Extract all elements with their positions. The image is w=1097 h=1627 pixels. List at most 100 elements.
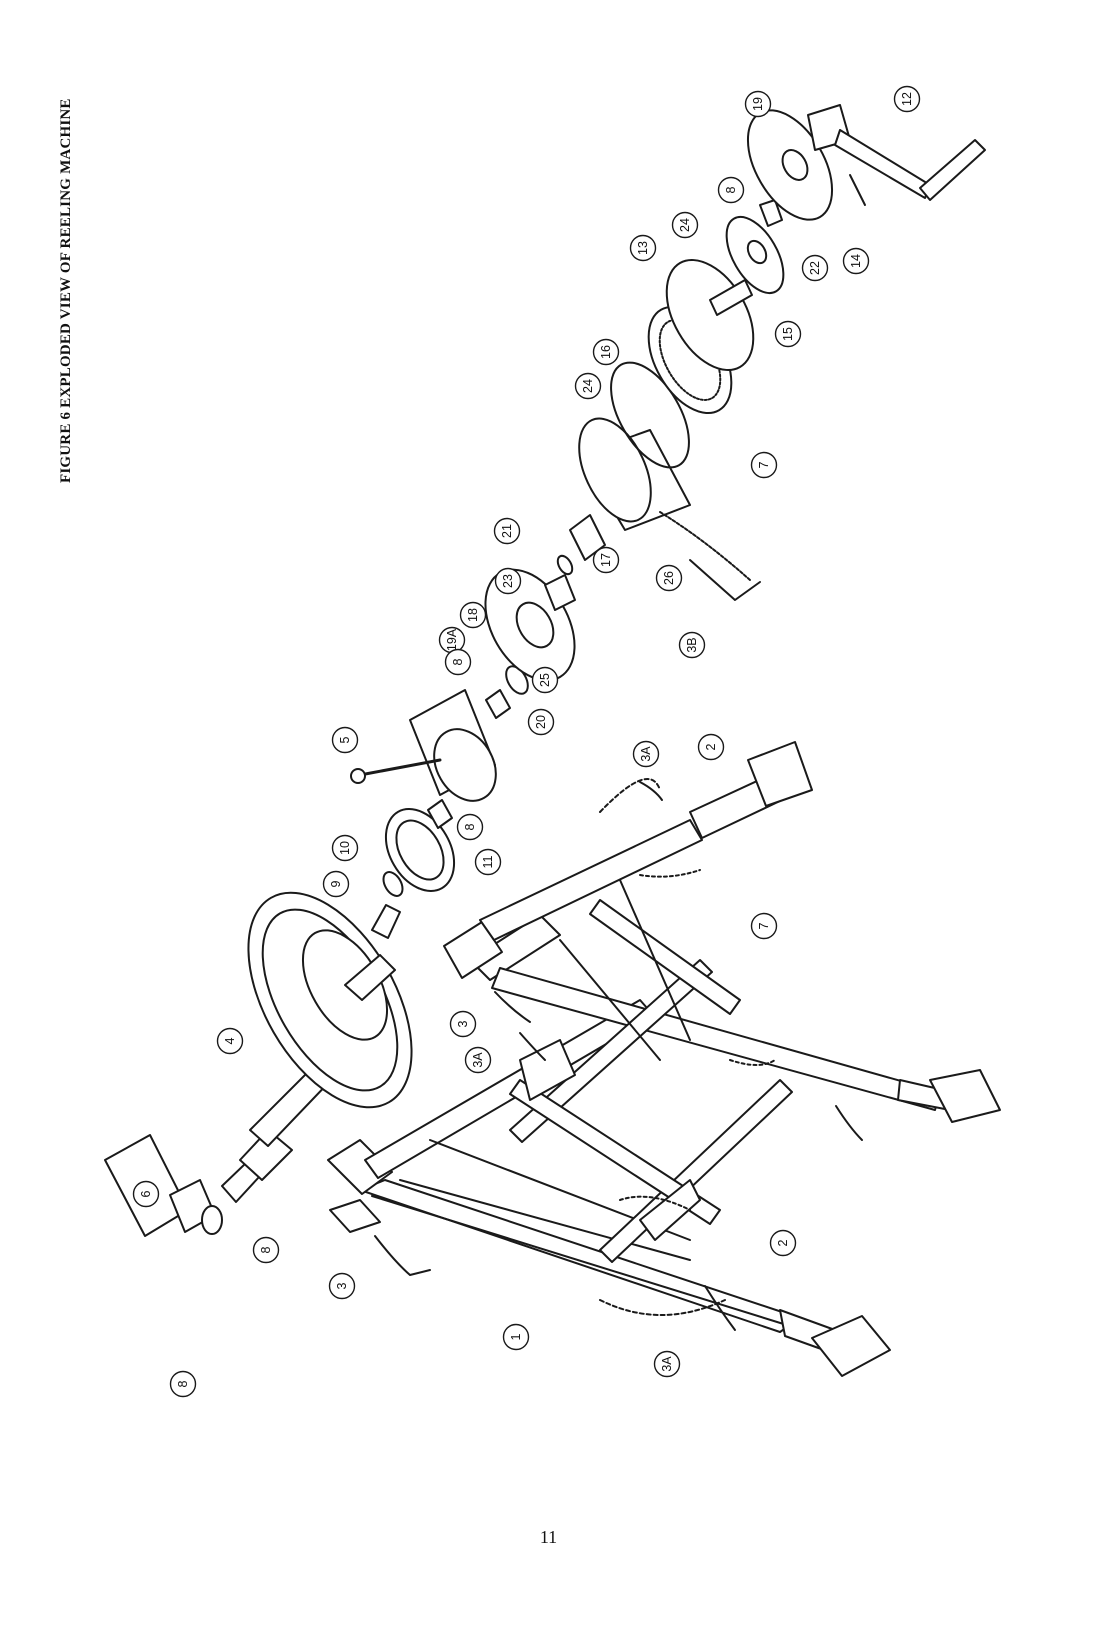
callout-24: 24	[671, 211, 699, 239]
callout-number: 2	[704, 743, 718, 750]
callout-circle	[774, 320, 802, 348]
callout-16: 16	[592, 338, 620, 366]
callout-circle	[744, 90, 772, 118]
callout-number: 7	[757, 922, 771, 929]
callout-number: 26	[662, 571, 676, 585]
callout-3: 3	[328, 1272, 356, 1300]
callout-circle	[328, 1272, 356, 1300]
callout-7: 7	[750, 451, 778, 479]
callout-number: 2	[776, 1239, 790, 1246]
callout-circle	[252, 1236, 280, 1264]
callout-2: 2	[697, 733, 725, 761]
callout-circle	[653, 1350, 681, 1378]
callout-number: 10	[338, 841, 352, 855]
callout-number: 8	[463, 823, 477, 830]
callout-10: 10	[331, 834, 359, 862]
callout-number: 1	[509, 1333, 523, 1340]
callout-circle	[464, 1046, 492, 1074]
callout-number: 3A	[660, 1356, 674, 1372]
callout-circle	[494, 567, 522, 595]
callout-number: 20	[534, 715, 548, 729]
callout-15: 15	[774, 320, 802, 348]
callout-number: 3	[456, 1020, 470, 1027]
callout-number: 12	[900, 92, 914, 106]
callout-circle	[697, 733, 725, 761]
callout-circle	[801, 254, 829, 282]
callout-2: 2	[769, 1229, 797, 1257]
callout-circle	[331, 834, 359, 862]
callout-number: 9	[329, 880, 343, 887]
callout-circle	[671, 211, 699, 239]
callout-20: 20	[527, 708, 555, 736]
callout-3A: 3A	[464, 1046, 492, 1074]
callout-number: 6	[139, 1190, 153, 1197]
callout-number: 19	[751, 97, 765, 111]
callout-23: 23	[494, 567, 522, 595]
callout-circle	[750, 451, 778, 479]
callout-3A: 3A	[632, 740, 660, 768]
callout-number: 19A	[445, 628, 459, 651]
callout-3B: 3B	[678, 631, 706, 659]
callout-circle	[632, 740, 660, 768]
callout-8: 8	[252, 1236, 280, 1264]
callout-circle	[893, 85, 921, 113]
callout-circle	[750, 912, 778, 940]
callout-circle	[216, 1027, 244, 1055]
callout-3: 3	[449, 1010, 477, 1038]
shaft-assembly	[104, 104, 986, 1237]
frame-assembly	[327, 741, 1001, 1377]
callout-9: 9	[322, 870, 350, 898]
callout-number: 14	[849, 254, 863, 268]
callout-number: 25	[538, 673, 552, 687]
callout-circle	[629, 234, 657, 262]
callout-number: 8	[724, 186, 738, 193]
callout-circle	[527, 708, 555, 736]
callout-number: 16	[599, 345, 613, 359]
callout-12: 12	[893, 85, 921, 113]
callout-circle	[444, 648, 472, 676]
callout-circle	[531, 666, 559, 694]
callout-21: 21	[493, 517, 521, 545]
callout-number: 5	[338, 736, 352, 743]
callout-8: 8	[444, 648, 472, 676]
callout-8: 8	[169, 1370, 197, 1398]
callout-number: 4	[223, 1037, 237, 1044]
callout-13: 13	[629, 234, 657, 262]
callout-1: 1	[502, 1323, 530, 1351]
callout-circle	[493, 517, 521, 545]
callout-11: 11	[474, 848, 502, 876]
callout-number: 3A	[639, 746, 653, 762]
callout-circle	[842, 247, 870, 275]
callout-circle	[502, 1323, 530, 1351]
callout-24: 24	[574, 372, 602, 400]
callout-19: 19	[744, 90, 772, 118]
callout-26: 26	[655, 564, 683, 592]
callout-number: 24	[678, 218, 692, 232]
callout-19A: 19A	[438, 626, 466, 654]
callout-7: 7	[750, 912, 778, 940]
callout-number: 3B	[685, 637, 699, 652]
callout-number: 7	[757, 461, 771, 468]
callout-circle	[592, 546, 620, 574]
callout-circle	[459, 601, 487, 629]
callout-14: 14	[842, 247, 870, 275]
callout-6: 6	[132, 1180, 160, 1208]
callout-number: 23	[501, 574, 515, 588]
callout-number: 24	[581, 379, 595, 393]
callout-3A: 3A	[653, 1350, 681, 1378]
callout-8: 8	[717, 176, 745, 204]
callout-circle	[331, 726, 359, 754]
callout-circle	[769, 1229, 797, 1257]
callout-number: 22	[808, 261, 822, 275]
callout-circle	[717, 176, 745, 204]
callout-circle	[592, 338, 620, 366]
callout-5: 5	[331, 726, 359, 754]
callout-circle	[474, 848, 502, 876]
callout-number: 17	[599, 553, 613, 567]
callout-number: 8	[259, 1246, 273, 1253]
callout-circle	[322, 870, 350, 898]
callout-4: 4	[216, 1027, 244, 1055]
callout-8: 8	[456, 813, 484, 841]
